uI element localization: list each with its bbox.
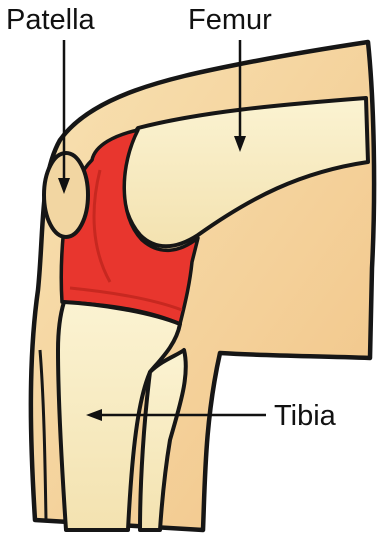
femur-label: Femur (188, 6, 272, 35)
patella-bone (44, 153, 88, 237)
patella-label: Patella (6, 6, 95, 35)
tibia-label: Tibia (274, 402, 336, 431)
